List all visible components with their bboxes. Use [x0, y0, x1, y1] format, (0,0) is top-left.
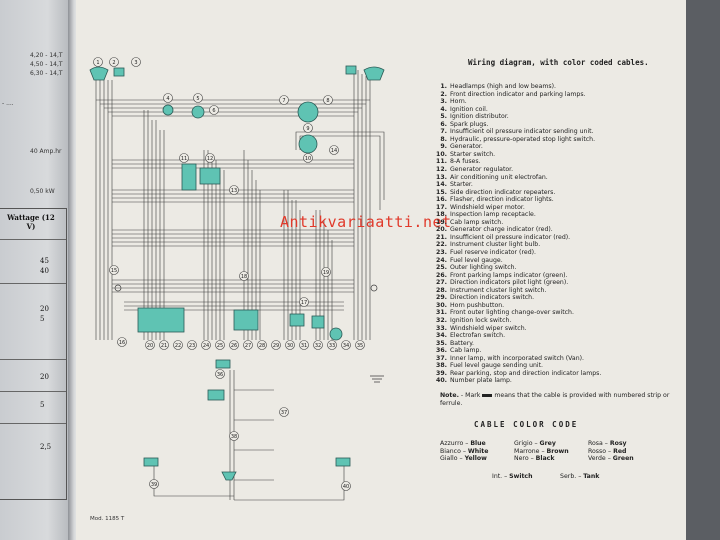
number-plate-lamp-icon — [221, 471, 237, 481]
legend-item: 19.Cab lamp switch. — [436, 218, 504, 226]
instrument-cluster-icon — [137, 307, 185, 333]
diagram-title: Wiring diagram, with color coded cables. — [468, 58, 649, 67]
battery-icon — [329, 327, 343, 341]
distributor-icon — [191, 105, 205, 119]
wattage-value: 5 — [40, 401, 45, 409]
wattage-table: Wattage (12 V) 45 40 20 5 20 5 2,5 — [0, 208, 67, 500]
wire-harness — [95, 70, 385, 501]
legend-item: 26.Front parking lamps indicator (green)… — [436, 271, 568, 279]
legend-item: 5.Ignition distributor. — [440, 113, 509, 121]
regulator-icon — [199, 167, 221, 185]
wattage-value: 40 — [40, 267, 49, 275]
wattage-value: 20 — [40, 305, 49, 313]
legend-item: 16.Flasher, direction indicator lights. — [436, 196, 554, 204]
component-legend: 1.Headlamps (high and low beams). 2.Fron… — [436, 83, 676, 385]
legend-item: 20.Generator charge indicator (red). — [436, 226, 553, 234]
legend-item: 4.Ignition coil. — [440, 105, 488, 113]
ground-markers — [114, 284, 384, 383]
wiring-diagram — [89, 65, 385, 501]
legend-item: 23.Fuel reserve indicator (red). — [436, 249, 536, 257]
fan-switch-icon — [311, 315, 325, 329]
horn-right-icon — [345, 65, 357, 75]
wiper-switch-icon — [289, 313, 305, 327]
legend-item: 39.Rear parking, stop and direction indi… — [436, 369, 602, 377]
wattage-value: 5 — [40, 315, 45, 323]
legend-item: 7.Insufficient oil pressure indicator se… — [440, 128, 594, 136]
headlamp-right-icon — [363, 66, 385, 81]
legend-item: 8.Hydraulic, pressure-operated stop ligh… — [440, 135, 596, 143]
page-footer: Mod. 1185 T — [90, 516, 125, 522]
legend-item: 37.Inner lamp, with incorporated switch … — [436, 354, 585, 362]
fuse-box-icon — [181, 163, 197, 191]
legend-item: 9.Generator. — [440, 143, 483, 151]
starter-icon — [298, 134, 318, 154]
legend-item: 21.Insufficient oil pressure indicator (… — [436, 233, 571, 241]
headlamp-left-icon — [89, 66, 109, 81]
spec-fragment: 0,50 kW — [30, 188, 55, 195]
spec-fragment: 40 Amp.hr — [30, 148, 62, 155]
left-page: 4,20 - 14,T 4,50 - 14,T 6,30 - 14,T 40 A… — [0, 0, 68, 540]
ignition-switch-icon — [233, 309, 259, 331]
legend-item: 34.Electrofan switch. — [436, 332, 506, 340]
wattage-value: 2,5 — [40, 443, 52, 451]
generator-icon — [297, 101, 319, 123]
rear-lamp-right-icon — [335, 457, 351, 467]
book-spine — [68, 0, 78, 540]
legend-item: 33.Windshield wiper switch. — [436, 324, 527, 332]
color-column: Rosa – Rosy Rosso – Red Verde – Green — [588, 440, 634, 462]
color-extras: Int. – Switch Serb. – Tank — [492, 473, 600, 480]
component-symbols — [89, 65, 385, 481]
spec-fragment: - .... — [2, 100, 14, 107]
legend-item: 13.Air conditioning unit electrofan. — [436, 173, 548, 181]
right-page — [76, 0, 688, 540]
legend-item: 1.Headlamps (high and low beams). — [440, 83, 557, 90]
legend-item: 18.Inspection lamp receptacle. — [436, 211, 536, 219]
legend-item: 25.Outer lighting switch. — [436, 264, 517, 272]
legend-item: 6.Spark plugs. — [440, 120, 489, 128]
legend-item: 38.Fuel level gauge sending unit. — [436, 362, 544, 370]
coil-icon — [162, 104, 174, 116]
legend-item: 24.Fuel level gauge. — [436, 256, 503, 264]
watermark: Antikvariaatti.net — [280, 213, 452, 231]
legend-item: 35.Battery. — [436, 339, 474, 347]
note-text-after: means that the cable is provided with nu… — [440, 392, 670, 407]
wattage-header: Wattage (12 V) — [7, 213, 55, 231]
legend-item: 11.8-A fuses. — [436, 158, 481, 166]
cable-color-code-title: CABLE COLOR CODE — [474, 420, 579, 429]
legend-item: 28.Instrument cluster light switch. — [436, 286, 547, 294]
spec-fragment: 4,50 - 14,T — [30, 61, 63, 68]
legend-item: 15.Side direction indicator repeaters. — [436, 188, 556, 196]
note-label: Note. — [440, 392, 459, 399]
cab-lamp-icon — [215, 359, 231, 369]
legend-item: 32.Ignition lock switch. — [436, 316, 512, 324]
legend-item: 36.Cab lamp. — [436, 347, 482, 355]
color-column: Azzurro – Blue Bianco – White Giallo – Y… — [440, 440, 489, 462]
legend-item: 31.Front outer lighting change-over swit… — [436, 309, 574, 317]
fuel-sender-icon — [207, 389, 225, 401]
horn-left-icon — [113, 67, 125, 77]
legend-item: 40.Number plate lamp. — [436, 377, 512, 385]
legend-item: 17.Windshield wiper motor. — [436, 203, 525, 211]
legend-item: 30.Horn pushbutton. — [436, 301, 505, 309]
background-edge — [686, 0, 720, 540]
rear-lamp-left-icon — [143, 457, 159, 467]
legend-item: 12.Generator regulator. — [436, 166, 514, 174]
ferrule-mark-icon — [482, 393, 493, 397]
wattage-value: 20 — [40, 373, 49, 381]
legend-item: 3.Horn. — [440, 98, 467, 106]
legend-item: 2.Front direction indicator and parking … — [440, 90, 586, 98]
spec-fragment: 4,20 - 14,T — [30, 52, 63, 59]
spec-fragment: 6,30 - 14,T — [30, 70, 63, 77]
legend-item: 10.Starter switch. — [436, 150, 496, 158]
legend-item: 14.Starter. — [436, 181, 473, 189]
wattage-value: 45 — [40, 257, 49, 265]
note-text-before: - Mark — [460, 392, 481, 399]
legend-item: 27.Direction indicators pilot light (gre… — [436, 279, 569, 287]
color-column: Grigio – Grey Marrone – Brown Nero – Bla… — [514, 440, 569, 462]
legend-item: 22.Instrument cluster light bulb. — [436, 241, 541, 249]
legend-item: 29.Direction indicators switch. — [436, 294, 535, 302]
